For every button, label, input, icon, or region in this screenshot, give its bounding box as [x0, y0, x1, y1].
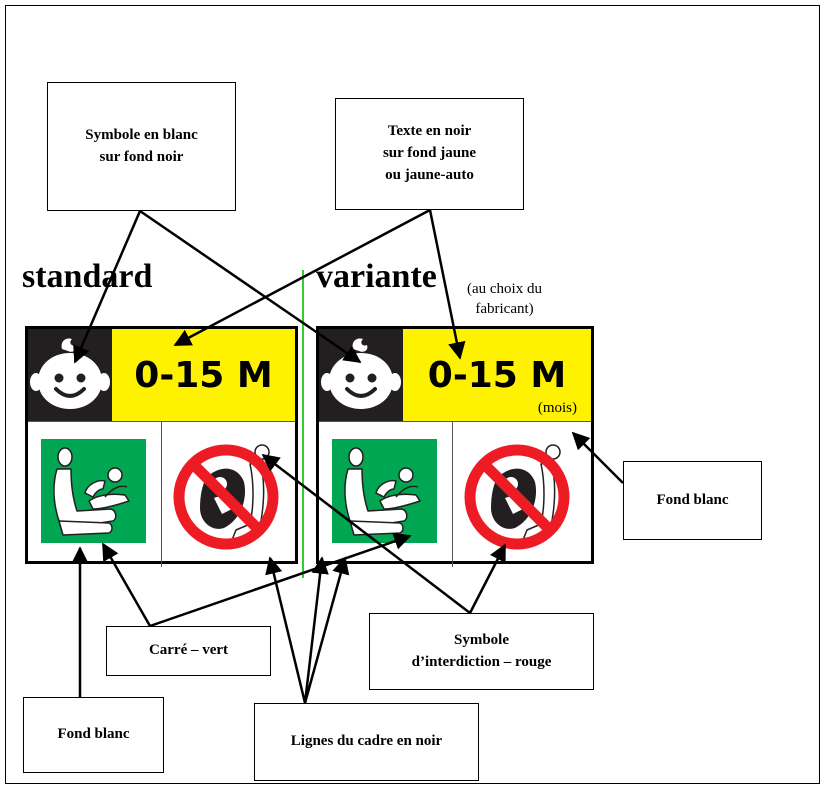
- age-cell: 0-15 M: [112, 329, 295, 421]
- diagram-frame: [5, 5, 820, 784]
- arrow-interdiction-to-variante: [468, 543, 507, 614]
- title-standard: standard: [22, 258, 153, 295]
- callout-lignes-cadre: Lignes du cadre en noir: [254, 703, 479, 781]
- callout-symbole-blanc: Symbole en blanc sur fond noir: [47, 82, 236, 211]
- forbidden-cell: [453, 421, 591, 567]
- baby-face-icon: [321, 338, 401, 409]
- arrow-carre-to-variante: [149, 532, 412, 628]
- prohibition-icon: [173, 444, 279, 550]
- arrow-texte-to-standard-age: [173, 208, 431, 347]
- mois-note: (mois): [537, 400, 577, 416]
- label-variante: 0-15 M (mois): [316, 326, 594, 567]
- callout-fond-blanc-bottom: Fond blanc: [23, 697, 164, 773]
- divider-line: [302, 270, 304, 578]
- arrow-fondblanc-right: [571, 431, 624, 484]
- title-variante: variante: [316, 258, 437, 295]
- arrow-texte-to-variante-age: [428, 209, 466, 360]
- callout-fond-blanc-right: Fond blanc: [623, 461, 762, 540]
- callout-symbole-interdiction: Symbole d’interdiction – rouge: [369, 613, 594, 690]
- allowed-cell: [28, 421, 162, 567]
- arrow-lignes-to-variante: [303, 556, 350, 704]
- age-cell: 0-15 M (mois): [403, 329, 591, 421]
- prohibition-icon: [464, 444, 570, 550]
- car-seat-allowed-icon: [53, 447, 130, 536]
- baby-icon-cell: [28, 329, 112, 421]
- label-standard: 0-15 M: [25, 326, 298, 567]
- allowed-cell: [319, 421, 453, 567]
- arrow-lignes-to-standard: [265, 556, 307, 704]
- green-square: [332, 439, 437, 543]
- age-text: 0-15 M: [427, 354, 567, 396]
- age-text: 0-15 M: [134, 354, 273, 396]
- green-square: [41, 439, 146, 543]
- variante-note: (au choix du fabricant): [467, 281, 542, 317]
- forbidden-cell: [162, 421, 295, 567]
- baby-icon-cell: [319, 329, 403, 421]
- car-seat-allowed-icon: [344, 447, 421, 536]
- callout-carre-vert: Carré – vert: [106, 626, 271, 676]
- arrow-symbole-to-variante-baby: [139, 209, 362, 364]
- callout-texte-noir: Texte en noir sur fond jaune ou jaune-au…: [335, 98, 524, 210]
- label-bottom: [319, 421, 591, 567]
- arrow-carre-to-standard: [101, 542, 152, 627]
- arrow-interdiction-to-standard: [261, 453, 471, 614]
- arrow-symbole-to-standard-baby: [73, 210, 142, 364]
- arrow-lignes-to-mid: [303, 556, 329, 704]
- label-bottom: [28, 421, 295, 567]
- baby-face-icon: [30, 338, 110, 409]
